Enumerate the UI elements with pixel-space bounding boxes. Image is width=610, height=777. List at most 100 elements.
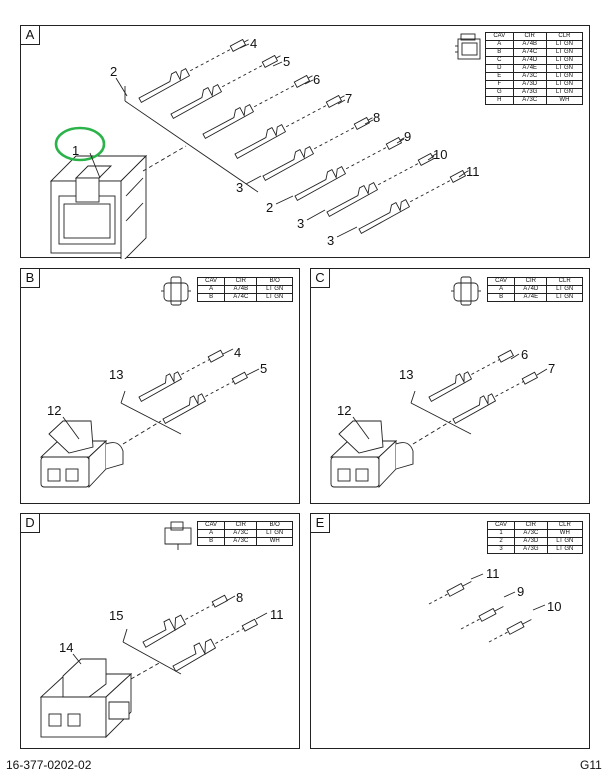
terminal-set [138, 349, 249, 425]
table-cell: LT GN [256, 285, 293, 294]
callout-3-lower: 3 [297, 216, 304, 231]
table-header: CIR [224, 277, 258, 286]
table-cell: G [485, 88, 514, 97]
table-cell: A73C [514, 529, 548, 538]
table-cell: B [485, 48, 514, 57]
table-cell: LT GN [545, 80, 584, 89]
table-cell: A74C [512, 48, 547, 57]
table-header: CAV [485, 32, 514, 41]
callout-3: 3 [236, 180, 243, 195]
panel-b-illustration: 12 13 4 5 [39, 276, 267, 489]
callout-4: 4 [234, 345, 241, 360]
highlight-circle [54, 126, 106, 162]
table-cell: LT GN [546, 293, 583, 302]
callout-11: 11 [466, 164, 480, 179]
panel-a: A [20, 25, 590, 259]
callout-2-lower: 2 [266, 200, 273, 215]
callout-10: 10 [433, 147, 447, 162]
table-header: CIR [224, 521, 258, 530]
table-cell: A73D [512, 80, 547, 89]
table-header: CIR [514, 521, 548, 530]
table-cell: LT GN [256, 529, 293, 538]
connector-icon [161, 276, 191, 306]
panel-letter: B [21, 269, 40, 288]
table-header: CAV [196, 277, 226, 286]
table-cell: A [196, 285, 226, 294]
callout-5: 5 [260, 361, 267, 376]
callout-8: 8 [373, 110, 380, 125]
callout-2: 2 [110, 64, 117, 79]
table-cell: H [485, 96, 514, 105]
table-cell: A73C [512, 72, 547, 81]
callout-12: 12 [47, 403, 61, 418]
terminal-set [428, 349, 539, 425]
table-cell: LT GN [545, 72, 584, 81]
panel-e-illustration: 11 9 10 [428, 566, 561, 643]
callout-6: 6 [313, 72, 320, 87]
table-cell: A [485, 40, 514, 49]
table-cell: A73C [224, 537, 258, 546]
panel-letter: A [21, 26, 40, 45]
connector-housing [39, 658, 162, 739]
table-header: B/O [256, 277, 293, 286]
table-cell: A74B [224, 285, 258, 294]
panel-a-illustration: 1 2 3 2 3 3 4 5 6 7 8 9 10 11 [49, 33, 481, 259]
table-cell: LT GN [256, 293, 293, 302]
callout-12: 12 [337, 403, 351, 418]
table-header: CAV [196, 521, 226, 530]
table-cell: B [196, 537, 226, 546]
callout-13: 13 [399, 367, 413, 382]
table-cell: A73C [512, 96, 547, 105]
table-cell: LT GN [546, 537, 584, 546]
table-cell: A74D [512, 56, 547, 65]
table-cell: WH [545, 96, 584, 105]
panel-d-illustration: 14 15 8 11 [39, 521, 284, 739]
connector-icon [451, 276, 481, 306]
connector-icon [455, 33, 481, 60]
table-cell: LT GN [545, 88, 584, 97]
table-cell: A73D [514, 537, 548, 546]
callout-14: 14 [59, 640, 73, 655]
connector-housing [39, 420, 162, 489]
connector-housing [49, 145, 187, 259]
table-header: CLR [546, 521, 584, 530]
connector-housing [329, 420, 452, 489]
table-cell: LT GN [545, 64, 584, 73]
table-cell: A [486, 285, 516, 294]
table-cell: B [486, 293, 516, 302]
terminal-set [142, 594, 259, 672]
table-cell: LT GN [546, 545, 584, 554]
table-header: CIR [512, 32, 547, 41]
table-header: CAV [486, 277, 516, 286]
table-cell: E [485, 72, 514, 81]
table-header: CLR [545, 32, 584, 41]
callout-11: 11 [486, 566, 500, 581]
callout-5: 5 [283, 54, 290, 69]
callout-11: 11 [270, 607, 284, 622]
panel-c-illustration: 12 13 6 7 [329, 276, 555, 489]
table-header: CAV [486, 521, 516, 530]
table-cell: A73G [512, 88, 547, 97]
table-cell: A74D [514, 285, 548, 294]
table-cell: 2 [486, 537, 516, 546]
connector-icon [164, 521, 192, 550]
callout-7: 7 [345, 91, 352, 106]
table-cell: A74B [512, 40, 547, 49]
